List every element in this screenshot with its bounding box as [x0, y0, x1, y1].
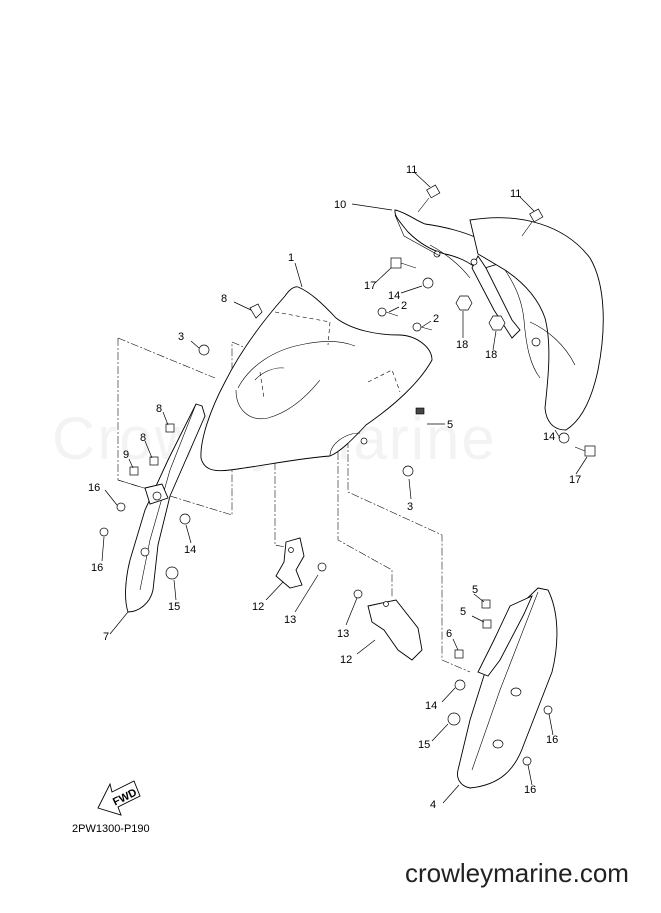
- callout-12: 12: [340, 654, 352, 666]
- diagram-code: 2PW1300-P190: [72, 823, 150, 835]
- callout-10: 10: [334, 199, 346, 211]
- callout-14: 14: [543, 431, 555, 443]
- callout-16: 16: [91, 562, 103, 574]
- callout-7: 7: [103, 631, 109, 643]
- callout-11: 11: [406, 164, 417, 176]
- callout-15: 15: [168, 601, 180, 613]
- callout-8: 8: [156, 403, 162, 415]
- callout-3: 3: [178, 331, 184, 343]
- callout-6: 6: [446, 628, 452, 640]
- callout-5: 5: [472, 584, 478, 596]
- hardware: [99, 184, 596, 766]
- callout-1: 1: [288, 252, 294, 264]
- front-fender: [200, 286, 433, 472]
- callout-18: 18: [456, 339, 468, 351]
- callout-2: 2: [401, 300, 407, 312]
- callout-17: 17: [569, 474, 581, 486]
- site-footer-text: crowleymarine.com: [405, 858, 629, 888]
- callout-16: 16: [88, 482, 100, 494]
- callout-13: 13: [337, 628, 349, 640]
- fender-stay-assembly: [394, 209, 604, 431]
- callout-2: 2: [433, 313, 439, 325]
- callout-8: 8: [221, 293, 227, 305]
- callout-15: 15: [418, 739, 430, 751]
- callout-5: 5: [447, 419, 453, 431]
- callout-14: 14: [425, 700, 437, 712]
- callout-17: 17: [364, 280, 376, 292]
- callout-leaders: [101, 172, 588, 804]
- callout-9: 9: [123, 449, 129, 461]
- callout-12: 12: [252, 601, 264, 613]
- callout-16: 16: [524, 784, 536, 796]
- fwd-arrow: FWD: [97, 780, 141, 816]
- callout-8: 8: [140, 432, 146, 444]
- callout-4: 4: [430, 799, 436, 811]
- callout-5: 5: [460, 606, 466, 618]
- left-fork-cover: [125, 403, 206, 613]
- callout-18: 18: [485, 349, 497, 361]
- callout-16: 16: [546, 734, 558, 746]
- right-fork-cover: [457, 587, 558, 789]
- callout-11: 11: [510, 188, 521, 200]
- brake-hose-brackets: [275, 537, 423, 661]
- callout-13: 13: [284, 614, 296, 626]
- callout-14: 14: [388, 290, 400, 302]
- callout-3: 3: [407, 501, 413, 513]
- callout-labels: 1 2 2 3 3 4 5 5 5 6 7 8 8 8 9 10 11 11 1…: [88, 164, 581, 811]
- callout-14: 14: [184, 544, 196, 556]
